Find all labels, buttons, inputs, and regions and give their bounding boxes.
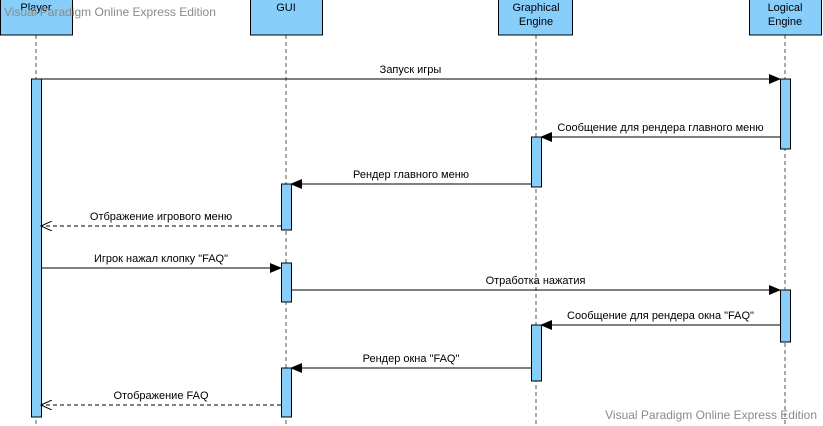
message-label-4: Отбражение игрового меню xyxy=(90,211,232,223)
activation-bar-6 xyxy=(780,289,791,343)
message-label-9: Отображение FAQ xyxy=(114,390,209,402)
participant-box-logical-engine xyxy=(749,0,822,36)
activation-bar-8 xyxy=(281,367,292,418)
activation-bar-3 xyxy=(531,136,542,188)
participant-label-gui: GUI xyxy=(276,2,296,14)
activation-bar-7 xyxy=(531,324,542,382)
activation-bar-2 xyxy=(780,78,791,150)
activation-bar-1 xyxy=(31,78,42,418)
message-label-3: Рендер главного меню xyxy=(353,169,469,181)
message-label-2: Сообщение для рендера главного меню xyxy=(557,122,763,134)
message-label-6: Отработка нажатия xyxy=(486,275,586,287)
watermark-top: Visual Paradigm Online Express Edition xyxy=(4,5,216,19)
watermark-bottom: Visual Paradigm Online Express Edition xyxy=(605,408,817,422)
message-label-1: Запуск игры xyxy=(380,64,442,76)
message-label-5: Игрок нажал клопку "FAQ" xyxy=(94,253,228,265)
activation-bar-5 xyxy=(281,262,292,303)
message-label-7: Сообщение для рендера окна "FAQ" xyxy=(567,310,754,322)
participant-box-graphical-engine xyxy=(498,0,573,36)
participant-box-gui xyxy=(250,0,323,36)
participant-label-player: Player xyxy=(20,2,52,14)
activation-bar-4 xyxy=(281,183,292,231)
participant-box-player xyxy=(0,0,73,36)
message-label-8: Рендер окна "FAQ" xyxy=(363,353,460,365)
